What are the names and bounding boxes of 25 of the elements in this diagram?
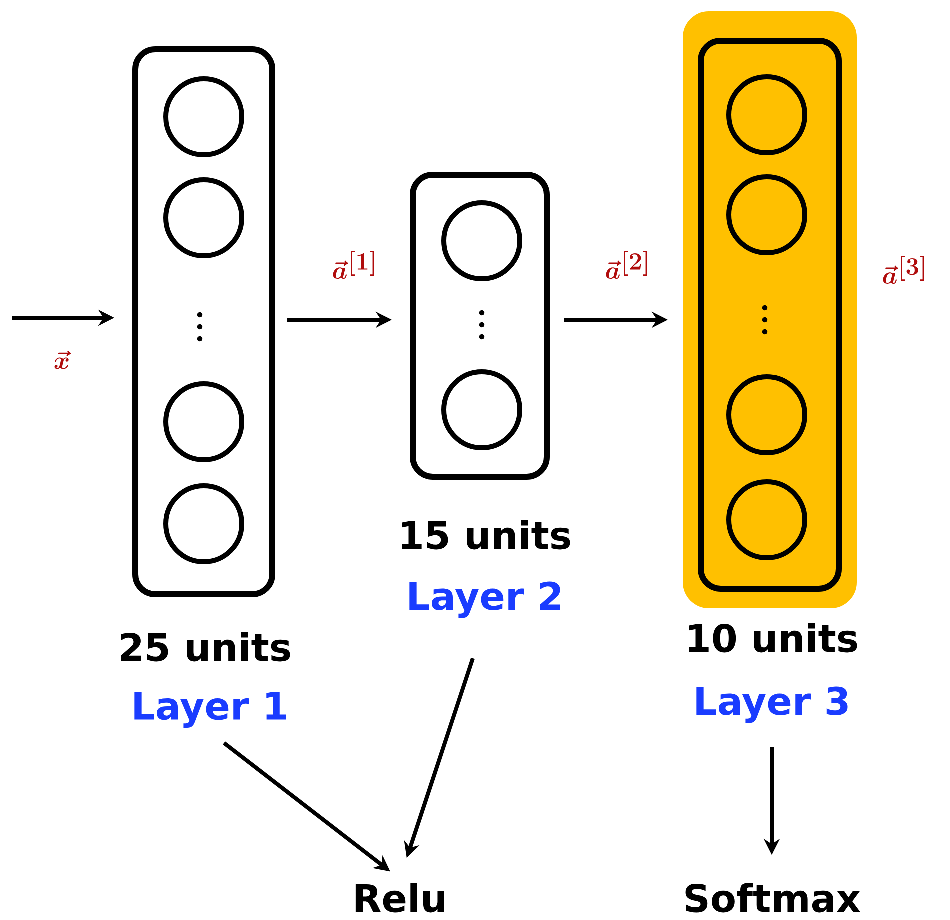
activation-function-label: Relu	[356, 883, 444, 913]
edge-label: $\boldsymbol{\vec{x}}$	[54, 351, 72, 370]
activation-function-label: Softmax	[686, 883, 860, 913]
layer-label: Layer 2	[410, 582, 560, 618]
unit-count-label: 25 units	[121, 632, 290, 662]
neuron-circle	[726, 374, 808, 456]
neuron-circle	[442, 200, 522, 282]
edge-label: $\boldsymbol{\vec{a}^{[2]}}$	[606, 251, 648, 280]
layer-box	[132, 46, 276, 598]
neuron-circle	[726, 174, 808, 256]
neuron-circle	[726, 74, 808, 156]
unit-count-label: 10 units	[689, 623, 858, 653]
neuron-circle	[164, 484, 244, 564]
layer-box	[698, 38, 842, 592]
layer-label: Layer 1	[134, 692, 286, 728]
unit-count-label: 15 units	[402, 520, 570, 550]
edge-label: $\boldsymbol{\vec{a}^{[1]}}$	[333, 251, 374, 280]
neuron-circle	[442, 370, 522, 450]
neuron-circle	[164, 382, 244, 462]
neuron-circle	[164, 76, 244, 158]
activation-label: $\boldsymbol{\vec{a}^{[3]}}$	[883, 256, 924, 284]
layer-label: Layer 3	[696, 686, 848, 724]
neuron-circle	[164, 178, 244, 258]
layer-box	[410, 172, 550, 480]
neuron-circle	[726, 480, 808, 560]
